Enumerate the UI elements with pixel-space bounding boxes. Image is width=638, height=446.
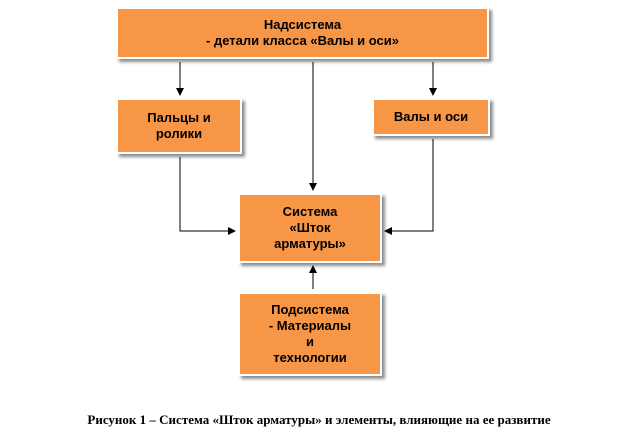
- left-element-box: Пальцы и ролики: [116, 98, 242, 154]
- arrow-right-to-system: [384, 139, 434, 235]
- figure-caption: Рисунок 1 – Система «Шток арматуры» и эл…: [87, 412, 551, 427]
- left-element-label: Пальцы и ролики: [147, 110, 211, 141]
- system-label: Система «Шток арматуры»: [274, 204, 346, 251]
- system-box: Система «Шток арматуры»: [238, 193, 382, 263]
- supersystem-box: Надсистема - детали класса «Валы и оси»: [116, 7, 489, 59]
- subsystem-box: Подсистема - Материалы и технологии: [238, 292, 382, 376]
- right-element-label: Валы и оси: [393, 109, 469, 124]
- arrow-left-to-system: [179, 157, 236, 235]
- subsystem-label: Подсистема - Материалы и технологии: [268, 302, 352, 365]
- supersystem-label: Надсистема - детали класса «Валы и оси»: [206, 17, 399, 48]
- right-element-box: Валы и оси: [372, 98, 490, 136]
